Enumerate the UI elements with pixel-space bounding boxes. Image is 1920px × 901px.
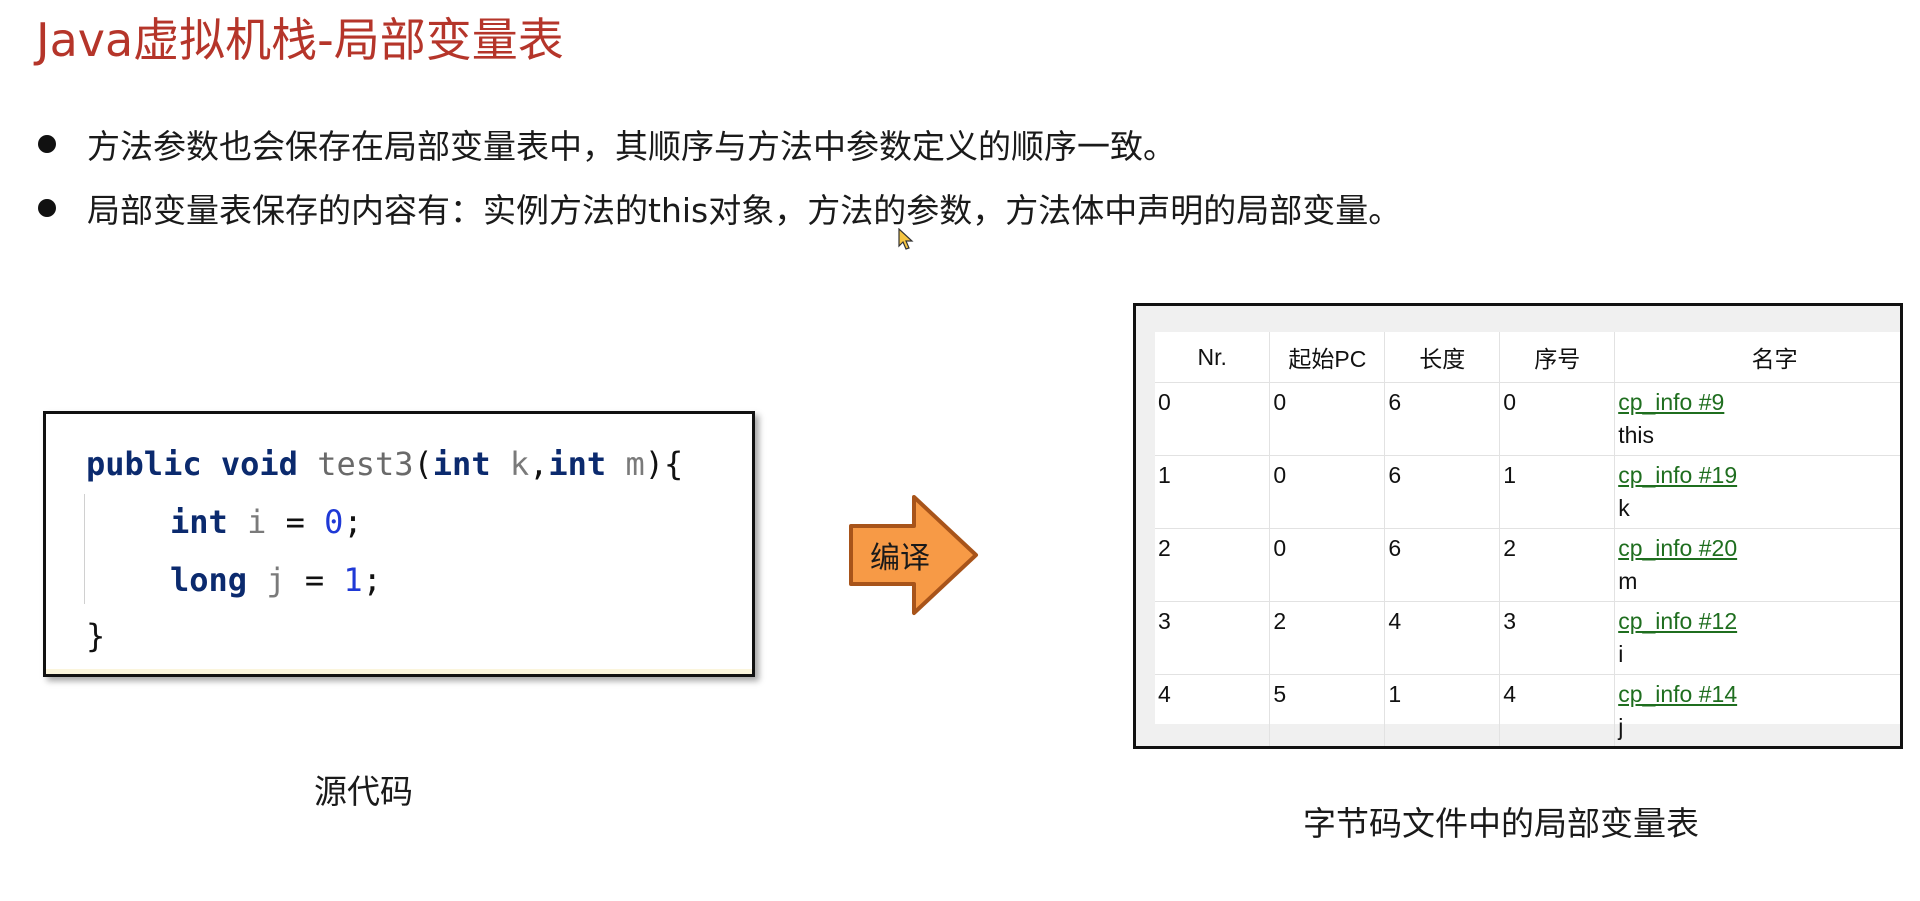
local-variable-table: Nr. 起始PC 长度 序号 名字 0 0 6 0 cp_info #9 this… bbox=[1155, 332, 1900, 746]
cell-name: cp_info #14 j bbox=[1614, 674, 1900, 746]
code-line-signature: public void test3(int k,int m){ bbox=[86, 444, 683, 484]
code-operator: = bbox=[304, 561, 325, 599]
table-row[interactable]: 4 5 1 4 cp_info #14 j bbox=[1155, 674, 1900, 746]
cell-start-pc: 0 bbox=[1269, 382, 1386, 456]
bullet-item: 局部变量表保存的内容有：实例方法的this对象，方法的参数，方法体中声明的局部变… bbox=[38, 176, 1401, 240]
cp-info-link[interactable]: cp_info #12 bbox=[1618, 608, 1738, 634]
column-header[interactable]: Nr. bbox=[1155, 332, 1271, 383]
cp-info-link[interactable]: cp_info #14 bbox=[1618, 681, 1738, 707]
code-line-long: long j = 1; bbox=[170, 560, 382, 600]
table-caption: 字节码文件中的局部变量表 bbox=[1303, 804, 1699, 843]
code-punct: ; bbox=[343, 503, 363, 541]
code-keyword: long bbox=[170, 561, 248, 599]
cell-length: 4 bbox=[1384, 601, 1501, 675]
column-header[interactable]: 名字 bbox=[1614, 332, 1900, 383]
column-header[interactable]: 起始PC bbox=[1269, 332, 1386, 383]
code-number: 1 bbox=[343, 561, 363, 599]
variable-name: i bbox=[1618, 641, 1624, 667]
cell-length: 6 bbox=[1384, 455, 1501, 529]
code-number: 0 bbox=[324, 503, 344, 541]
cell-start-pc: 2 bbox=[1269, 601, 1386, 675]
code-param: k bbox=[509, 445, 530, 483]
cp-info-link[interactable]: cp_info #20 bbox=[1618, 535, 1738, 561]
code-line-close: } bbox=[86, 617, 106, 655]
bullet-dot bbox=[38, 135, 56, 153]
bullet-list: 方法参数也会保存在局部变量表中，其顺序与方法中参数定义的顺序一致。 局部变量表保… bbox=[38, 112, 1401, 240]
slide-title: Java虚拟机栈-局部变量表 bbox=[36, 13, 564, 67]
table-row[interactable]: 1 0 6 1 cp_info #19 k bbox=[1155, 455, 1900, 529]
cell-index: 4 bbox=[1499, 674, 1616, 746]
cell-name: cp_info #20 m bbox=[1614, 528, 1900, 602]
code-keyword: int bbox=[432, 445, 491, 483]
cell-length: 1 bbox=[1384, 674, 1501, 746]
table-row[interactable]: 3 2 4 3 cp_info #12 i bbox=[1155, 601, 1900, 675]
cell-index: 1 bbox=[1499, 455, 1616, 529]
code-keyword: int bbox=[170, 503, 228, 541]
code-keyword: void bbox=[220, 445, 298, 483]
bullet-text: 局部变量表保存的内容有：实例方法的this对象，方法的参数，方法体中声明的局部变… bbox=[87, 191, 1402, 230]
code-operator: = bbox=[285, 503, 305, 541]
cell-name: cp_info #9 this bbox=[1614, 382, 1900, 456]
cell-name: cp_info #12 i bbox=[1614, 601, 1900, 675]
code-variable: i bbox=[247, 503, 267, 541]
variable-name: j bbox=[1618, 714, 1624, 740]
code-keyword: int bbox=[548, 445, 607, 483]
local-variable-table-window: Nr. 起始PC 长度 序号 名字 0 0 6 0 cp_info #9 this… bbox=[1133, 303, 1903, 749]
cell-nr: 1 bbox=[1155, 455, 1271, 529]
arrow-right-icon bbox=[849, 495, 978, 615]
cell-start-pc: 0 bbox=[1269, 528, 1386, 602]
cell-start-pc: 5 bbox=[1269, 674, 1386, 746]
code-punct: ){ bbox=[644, 445, 684, 483]
column-header[interactable]: 长度 bbox=[1384, 332, 1501, 383]
column-header[interactable]: 序号 bbox=[1499, 332, 1616, 383]
code-punct: ; bbox=[362, 561, 382, 599]
code-line-int: int i = 0; bbox=[170, 502, 363, 542]
code-punct: , bbox=[529, 445, 549, 483]
table-header-row: Nr. 起始PC 长度 序号 名字 bbox=[1155, 332, 1900, 383]
cell-nr: 4 bbox=[1155, 674, 1271, 746]
cell-length: 6 bbox=[1384, 528, 1501, 602]
cell-nr: 0 bbox=[1155, 382, 1271, 456]
code-param: m bbox=[625, 445, 645, 483]
cell-index: 2 bbox=[1499, 528, 1616, 602]
code-variable: j bbox=[266, 561, 286, 599]
code-punct: ( bbox=[413, 445, 433, 483]
cp-info-link[interactable]: cp_info #9 bbox=[1618, 389, 1725, 415]
code-box-footer bbox=[46, 669, 752, 674]
cell-index: 3 bbox=[1499, 601, 1616, 675]
code-keyword: public bbox=[86, 445, 202, 483]
cell-name: cp_info #19 k bbox=[1614, 455, 1900, 529]
table-row[interactable]: 2 0 6 2 cp_info #20 m bbox=[1155, 528, 1900, 602]
code-method-name: test3 bbox=[317, 445, 414, 483]
mouse-pointer-icon bbox=[898, 228, 914, 250]
bullet-item: 方法参数也会保存在局部变量表中，其顺序与方法中参数定义的顺序一致。 bbox=[38, 112, 1401, 176]
cp-info-link[interactable]: cp_info #19 bbox=[1618, 462, 1738, 488]
variable-name: m bbox=[1618, 568, 1638, 594]
cell-nr: 3 bbox=[1155, 601, 1271, 675]
bullet-dot bbox=[38, 199, 56, 217]
compile-label: 编译 bbox=[870, 541, 930, 576]
variable-name: this bbox=[1618, 422, 1654, 448]
source-code-box: public void test3(int k,int m){ int i = … bbox=[43, 411, 755, 677]
cell-start-pc: 0 bbox=[1269, 455, 1386, 529]
table-panel: Nr. 起始PC 长度 序号 名字 0 0 6 0 cp_info #9 this… bbox=[1155, 332, 1900, 746]
table-row[interactable]: 0 0 6 0 cp_info #9 this bbox=[1155, 382, 1900, 456]
source-caption: 源代码 bbox=[314, 772, 413, 811]
cell-index: 0 bbox=[1499, 382, 1616, 456]
cell-length: 6 bbox=[1384, 382, 1501, 456]
variable-name: k bbox=[1618, 495, 1630, 521]
cell-nr: 2 bbox=[1155, 528, 1271, 602]
indent-guide bbox=[84, 494, 85, 604]
bullet-text: 方法参数也会保存在局部变量表中，其顺序与方法中参数定义的顺序一致。 bbox=[87, 127, 1176, 166]
